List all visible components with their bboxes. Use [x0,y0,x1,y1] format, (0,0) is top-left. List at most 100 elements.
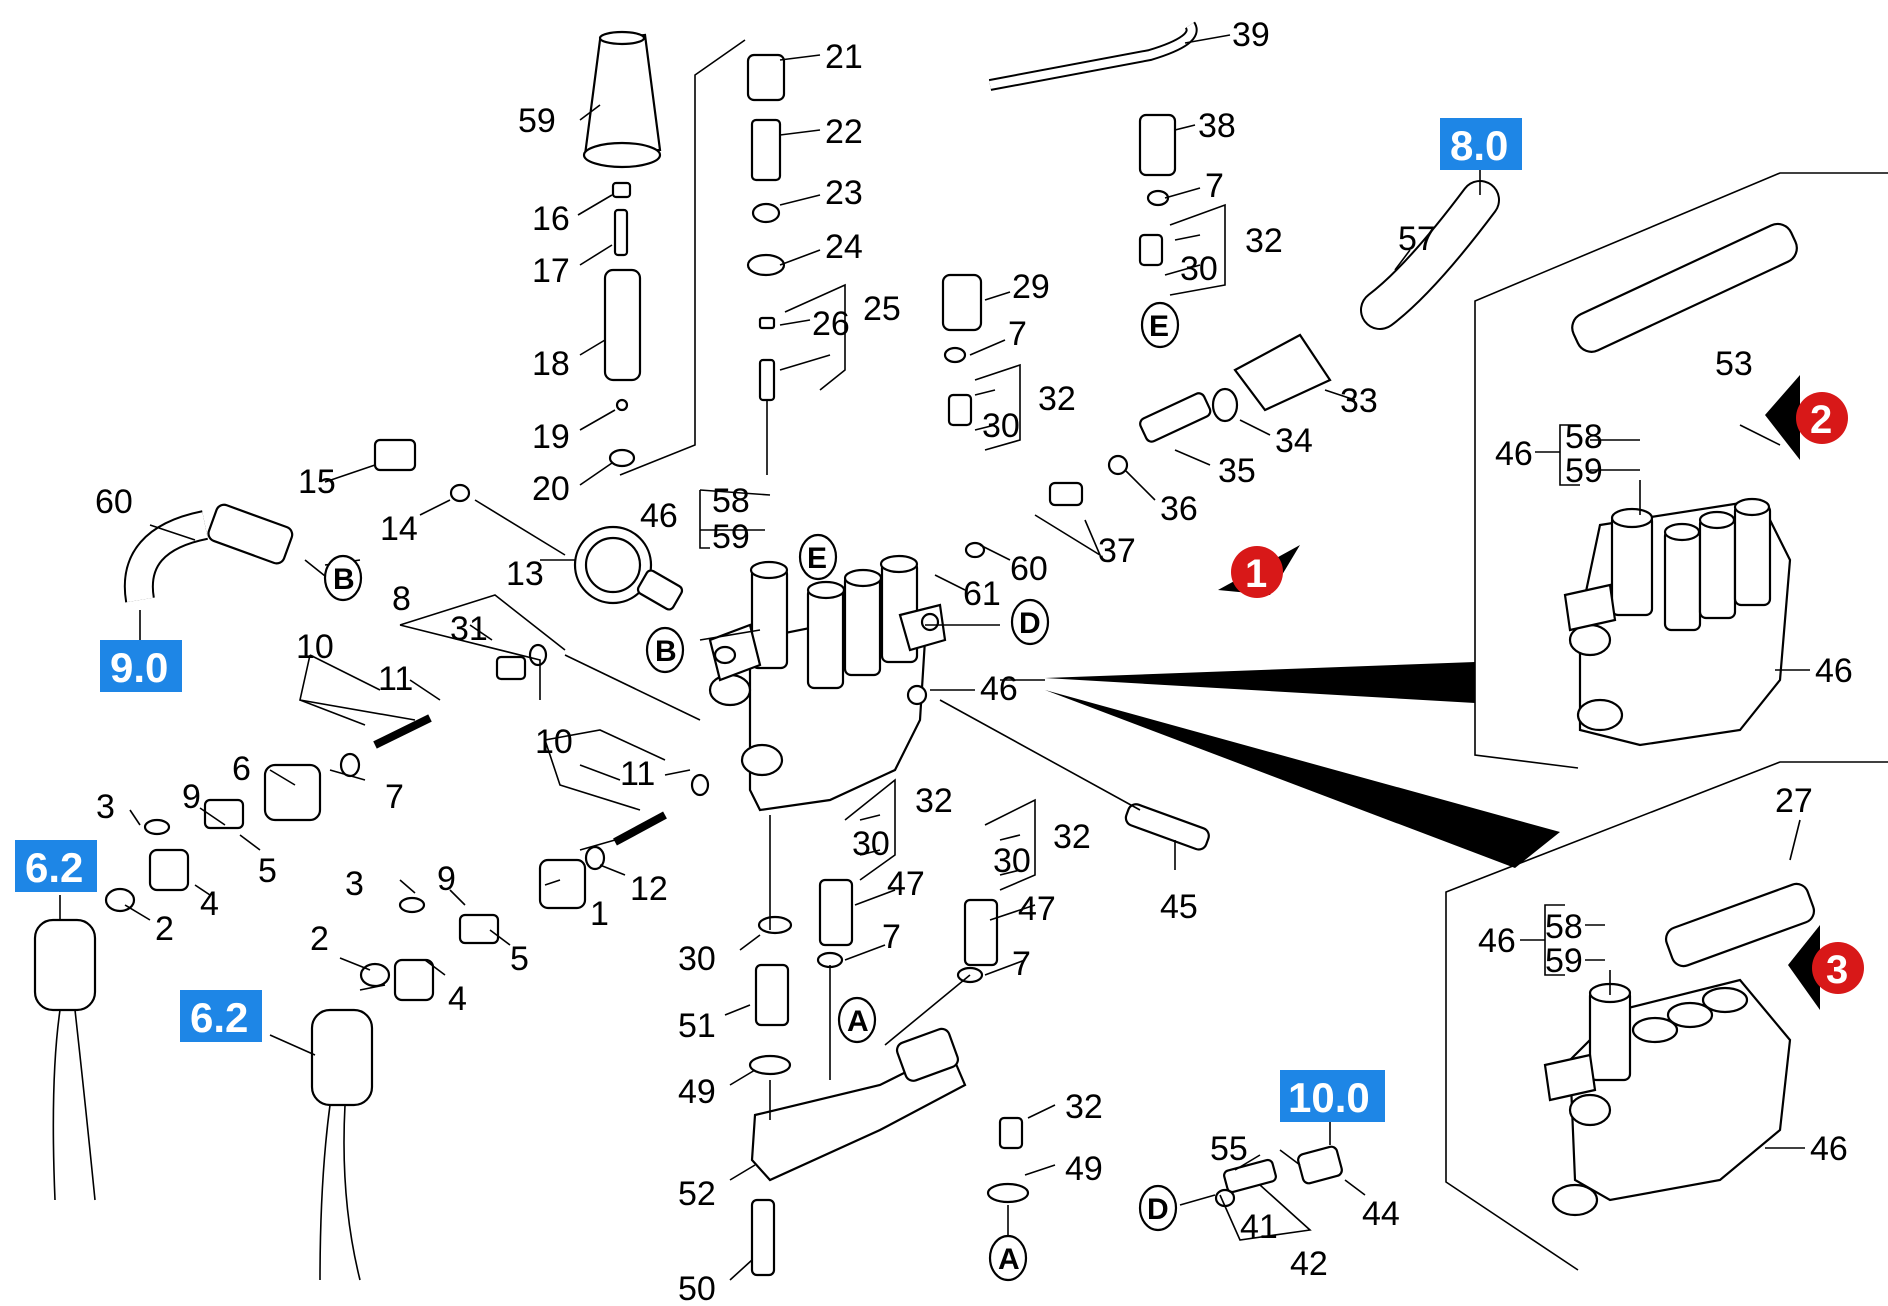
part-4b: 4 [448,980,467,1018]
part-32e: 32 [1065,1088,1103,1126]
view-markers: 1 2 3 [1218,375,1864,1010]
part-46e: 46 [1478,922,1516,960]
part-56: 60 [95,483,133,521]
part-32a: 32 [1038,380,1076,418]
svg-text:6.2: 6.2 [25,844,83,891]
svg-text:A: A [847,1005,869,1038]
svg-text:2: 2 [1810,398,1832,442]
part-3a: 3 [96,788,115,826]
part-10a: 10 [296,628,334,666]
part-30b: 30 [1180,250,1218,288]
part-50: 50 [678,1270,716,1306]
part-54: 59 [518,102,556,140]
svg-text:6.2: 6.2 [190,994,248,1041]
svg-text:B: B [655,635,677,668]
view-marker-3: 3 [1788,925,1864,1010]
part-12: 12 [630,870,668,908]
part-9a: 9 [182,778,201,816]
part-46b: 46 [980,670,1018,708]
part-60: 60 [1010,550,1048,588]
group-labels: 8.0 9.0 6.2 6.2 10.0 [15,118,1522,1122]
part-30c: 30 [852,825,890,863]
part-58b: 58 [1565,418,1603,456]
svg-text:9.0: 9.0 [110,644,168,691]
part-14: 14 [380,510,418,548]
part-26: 26 [812,305,850,343]
part-42: 42 [1290,1245,1328,1283]
connection-markers: E E B B D D A A [323,301,1180,1282]
group-label-6-2-b: 6.2 [180,990,262,1042]
view-marker-2: 2 [1765,375,1848,460]
group-label-6-2-a: 6.2 [15,840,97,892]
view-marker-1: 1 [1218,545,1300,598]
part-32b: 32 [1245,222,1283,260]
part-9b: 9 [437,860,456,898]
pump-head-body [708,554,947,812]
part-47b: 47 [1018,890,1056,928]
group-label-8-0: 8.0 [1440,118,1522,170]
part-39: 39 [1232,16,1270,54]
part-34: 34 [1275,422,1313,460]
part-59b: 59 [1565,452,1603,490]
part-46a: 46 [640,497,678,535]
part-11a: 11 [378,660,413,698]
part-51: 52 [678,1175,716,1213]
svg-text:10.0: 10.0 [1288,1074,1370,1121]
callout-wedge-3 [1045,690,1560,868]
inset-2-body [1563,497,1792,747]
part-30a: 30 [982,407,1020,445]
part-58c: 58 [1545,908,1583,946]
part-3b: 3 [345,865,364,903]
part-10b: 10 [535,723,573,761]
part-59c: 59 [1545,942,1583,980]
part-2b: 2 [310,920,329,958]
part-38: 38 [1198,107,1236,145]
part-59a: 59 [712,518,750,556]
part-49b: 49 [1065,1150,1103,1188]
part-7e: 7 [1012,945,1031,983]
part-7b: 7 [1205,167,1224,205]
part-44: 44 [1362,1195,1400,1233]
svg-text:B: B [333,563,355,596]
part-21: 21 [825,38,863,76]
part-24: 24 [825,228,863,266]
part-55: 55 [1210,1130,1248,1168]
part-number-labels: 59 16 17 18 19 20 21 22 23 24 25 26 29 7… [95,16,1853,1306]
inset-frames [1000,172,1888,1271]
part-36: 36 [1160,490,1198,528]
svg-text:1: 1 [1245,552,1267,596]
part-57: 57 [1398,220,1436,258]
part-15: 15 [298,463,336,501]
part-46f: 46 [1810,1130,1848,1168]
part-32c: 32 [915,782,953,820]
group-label-10-0: 10.0 [1280,1070,1385,1122]
part-30e: 30 [678,940,716,978]
part-4a: 4 [200,885,219,923]
part-35: 35 [1218,452,1256,490]
part-46c: 46 [1495,435,1533,473]
part-7c: 7 [385,778,404,816]
part-8: 8 [392,580,411,618]
svg-text:D: D [1019,607,1041,640]
part-17: 17 [532,252,570,290]
part-41: 41 [1240,1208,1278,1246]
part-1: 1 [590,895,609,933]
part-2a: 2 [155,910,174,948]
part-22: 22 [825,113,863,151]
part-7d: 7 [882,918,901,956]
part-52: 51 [678,1007,716,1045]
part-16: 16 [532,200,570,238]
part-46d: 46 [1815,652,1853,690]
svg-text:3: 3 [1826,948,1848,992]
parts-shapes [33,21,1816,1281]
part-23: 23 [825,174,863,212]
part-37: 37 [1098,532,1136,570]
part-19: 19 [532,418,570,456]
callout-wedge-2 [1045,662,1475,703]
part-58a: 58 [712,482,750,520]
svg-text:E: E [807,542,827,575]
part-53: 53 [1715,345,1753,383]
svg-text:8.0: 8.0 [1450,122,1508,169]
part-5b: 5 [510,940,529,978]
